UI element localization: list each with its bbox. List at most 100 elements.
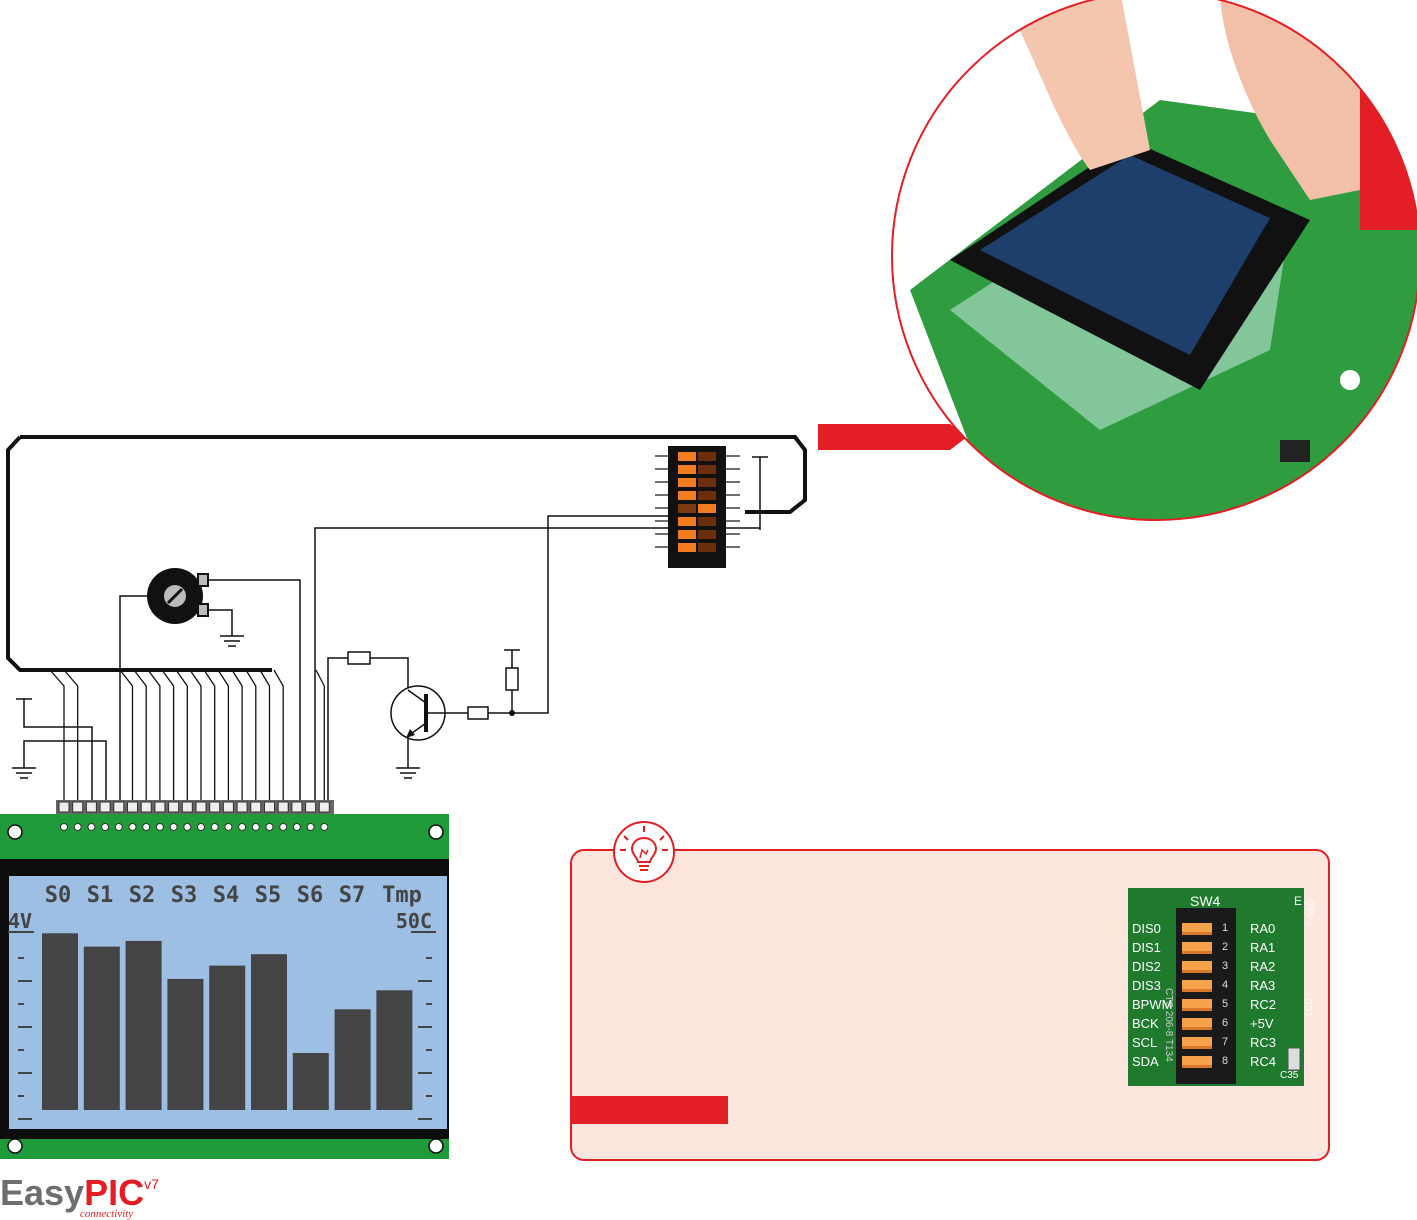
lcd-pin-hole [183, 823, 192, 831]
glcd-bar-s7 [334, 1009, 371, 1110]
bus-line [315, 669, 325, 800]
bus-line [259, 669, 271, 800]
lcd-pin-hole [60, 823, 68, 831]
glcd-right-scale-label: 50C [396, 909, 432, 933]
sw4-right-label: +5V [1250, 1016, 1274, 1031]
bus-line [203, 669, 216, 800]
lcd-pin-hole [87, 823, 96, 831]
lcd-pin [305, 801, 317, 813]
bus-loop [20, 435, 807, 514]
sw4-right-label: RA0 [1250, 921, 1276, 936]
sw4-left-label: BCK [1132, 1016, 1159, 1031]
lcd-pin [154, 801, 166, 813]
dip-toggle-right [698, 504, 716, 513]
glcd-header-label: S4 [213, 883, 240, 908]
npn-transistor-icon [390, 685, 468, 741]
sw4-group-lcd: LCD [1304, 997, 1314, 1016]
lcd-pin-hole [210, 823, 219, 831]
logo-tagline: connectivity [80, 1208, 134, 1220]
sw4-switch-number: 4 [1222, 979, 1229, 991]
bus-line [119, 669, 134, 800]
bus-line [161, 669, 175, 800]
lcd-pin-hole [155, 823, 164, 831]
dip-toggle-left [678, 504, 696, 513]
sw4-toggle-shadow [1182, 989, 1212, 992]
sw4-toggle-shadow [1182, 1008, 1212, 1011]
sw4-left-label: DIS3 [1132, 978, 1161, 993]
sw4-toggle-shadow [1182, 970, 1212, 973]
wire-dip-lcd [314, 527, 668, 800]
sw4-right-label: RA3 [1250, 978, 1276, 993]
dip-toggle-left [678, 491, 696, 500]
lcd-pin-hole [306, 823, 315, 831]
glcd-header-label: S6 [297, 883, 324, 908]
sw4-part-text: CTS 206-8 T134 [1163, 988, 1174, 1062]
sw4-group-7seg: 7-SEG [1306, 898, 1316, 926]
sw4-switch-number: 3 [1222, 960, 1229, 972]
lcd-pin [140, 801, 152, 813]
dip-toggle-right [698, 491, 716, 500]
logo-easy: Easy [0, 1172, 85, 1213]
sw4-toggle-shadow [1182, 951, 1212, 954]
lcd-pin [58, 801, 70, 813]
lcd-pin-hole [197, 823, 205, 831]
ground-symbol-lcd [12, 767, 36, 779]
lcd-pin [277, 801, 289, 813]
lcd-pin-hole [101, 823, 110, 831]
glcd-bar-s1 [83, 946, 120, 1110]
bus-line [133, 669, 147, 800]
bus-line [189, 669, 202, 800]
lcd-pin-hole [169, 823, 178, 831]
data-bus-lines [49, 669, 325, 800]
lcd-pin [250, 801, 262, 813]
dip-toggle-left [678, 517, 696, 526]
lcd-pin [236, 801, 248, 813]
glcd-header-label: S1 [87, 883, 114, 908]
red-arrow [818, 424, 967, 450]
glcd-bar-s3 [167, 978, 204, 1110]
photo-circle-border [891, 0, 1417, 521]
bus-line [175, 669, 188, 800]
lcd-pin [168, 801, 180, 813]
resistor-1 [347, 651, 371, 665]
glcd-left-scale-label: 4V [8, 909, 32, 933]
bus-line [245, 669, 257, 800]
bus-left-edge [6, 435, 272, 672]
lcd-pin-hole [320, 823, 329, 831]
sw4-toggle-shadow [1182, 932, 1212, 935]
lcd-pin [264, 801, 275, 813]
dip-toggle-left [678, 452, 696, 461]
lcd-pin-hole [128, 823, 137, 831]
lcd-pin [195, 801, 207, 813]
sw4-corner-label: C35 [1280, 1070, 1299, 1081]
board-photo [891, 0, 1417, 521]
sw4-switch-number: 6 [1222, 1017, 1229, 1029]
sw4-toggle-shadow [1182, 1046, 1212, 1049]
bus-line [63, 669, 79, 800]
resistor-3 [505, 667, 519, 691]
sw4-right-label: RA1 [1250, 940, 1276, 955]
lcd-pin [72, 801, 84, 813]
lightbulb-icon [613, 821, 675, 883]
lcd-pin [222, 801, 234, 813]
bus-line [147, 669, 161, 800]
lcd-pin-hole [114, 823, 123, 831]
sw4-left-label: SDA [1132, 1054, 1159, 1069]
dip-toggle-left [678, 478, 696, 487]
glcd-header-label: S5 [255, 883, 282, 908]
sw4-toggle-shadow [1182, 1065, 1212, 1068]
sw4-right-label: RC2 [1250, 997, 1277, 1012]
sw4-toggle-shadow [1182, 1027, 1212, 1030]
glcd-header-label: S2 [129, 883, 156, 908]
dip-toggle-left [678, 543, 696, 552]
dip-toggle-right [698, 465, 716, 474]
lcd-pin [181, 801, 193, 813]
lcd-pin-hole [238, 823, 247, 831]
lcd-pin [209, 801, 221, 813]
wire-dip-bck [512, 515, 668, 714]
ground-symbol-pot [220, 635, 244, 647]
glcd-bar-s2 [125, 940, 162, 1110]
lcd-pin [318, 801, 330, 813]
dip-switch-schematic [655, 446, 768, 568]
